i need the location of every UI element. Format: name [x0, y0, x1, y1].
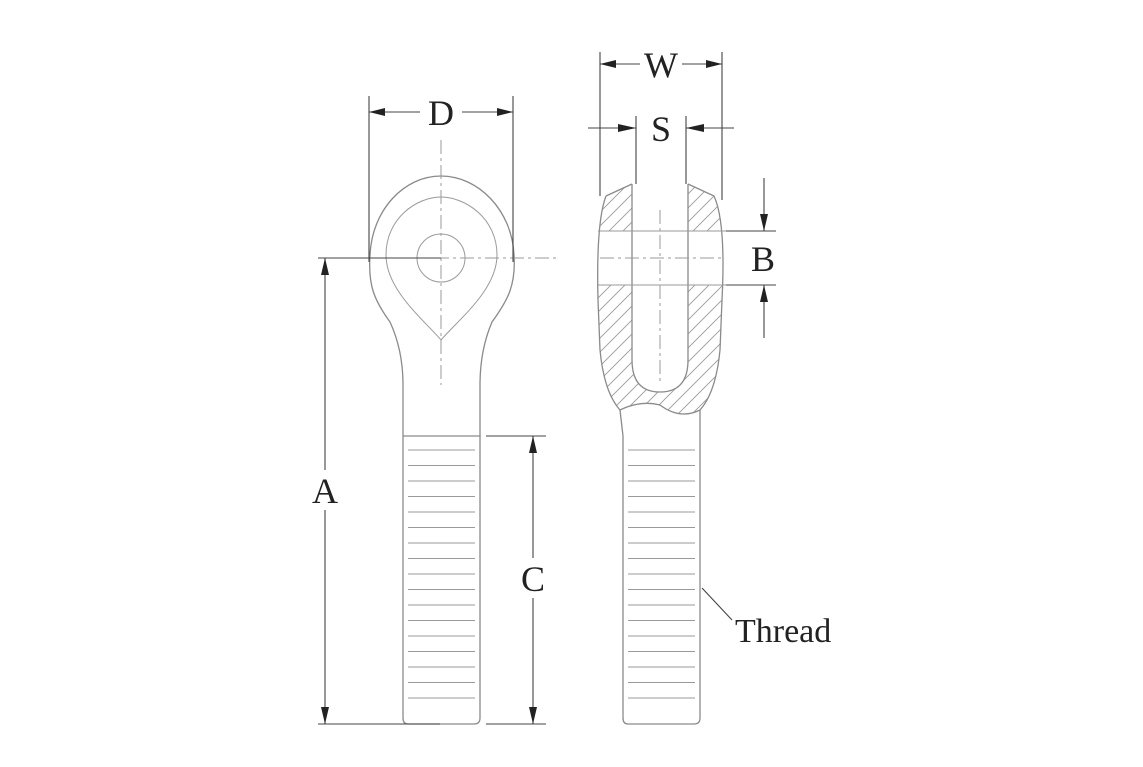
- hatch-line: [597, 184, 723, 414]
- front-view: [360, 140, 560, 725]
- eye-head-outline: [368, 175, 515, 436]
- label-d: D: [428, 93, 454, 133]
- hatch-line: [597, 184, 699, 414]
- dimension-s: S: [588, 109, 734, 184]
- label-thread: Thread: [735, 613, 831, 650]
- hatch-line: [661, 184, 723, 414]
- hatch-line: [689, 184, 723, 414]
- hatch-line: [597, 184, 671, 414]
- hatch-line: [647, 184, 723, 414]
- label-b: B: [751, 239, 775, 279]
- fork-saddle: [619, 402, 701, 415]
- hatch-line: [732, 170, 992, 430]
- label-c: C: [521, 559, 545, 599]
- dimension-b: B: [726, 178, 776, 338]
- hatch-line: [774, 170, 1034, 430]
- dimension-w: W: [599, 45, 723, 200]
- hatch-line: [619, 184, 723, 414]
- hatch-line: [605, 184, 723, 414]
- front-thread-body: [402, 435, 481, 725]
- hatch-line: [597, 184, 629, 414]
- hatch-line: [597, 184, 723, 414]
- side-thread-body: [619, 409, 701, 725]
- hatch-line: [703, 184, 723, 414]
- label-s: S: [651, 109, 671, 149]
- hatch-line: [788, 170, 1048, 430]
- hatch-line: [746, 170, 1006, 430]
- front-thread-lines: [408, 449, 475, 699]
- hatch-line: [597, 184, 723, 414]
- fork-slot: [631, 184, 689, 393]
- dimension-d: D: [368, 93, 514, 262]
- hatch-line: [597, 184, 657, 414]
- hatch-line: [597, 184, 723, 414]
- label-a: A: [312, 471, 338, 511]
- dimension-c: C: [486, 435, 546, 725]
- hatch-line: [816, 170, 1076, 430]
- fork-outline: [597, 183, 724, 411]
- hatch-line: [802, 170, 1062, 430]
- section-hatching: [597, 170, 1076, 430]
- dimension-a: A: [312, 257, 441, 725]
- hatch-line: [717, 184, 723, 414]
- label-w: W: [644, 45, 678, 85]
- side-thread-lines: [628, 449, 695, 699]
- side-view: [597, 170, 1076, 725]
- thread-callout: Thread: [701, 587, 831, 650]
- hatch-line: [597, 184, 601, 414]
- hatch-line: [597, 184, 615, 414]
- hatch-line: [597, 184, 723, 414]
- hatch-line: [760, 170, 1020, 430]
